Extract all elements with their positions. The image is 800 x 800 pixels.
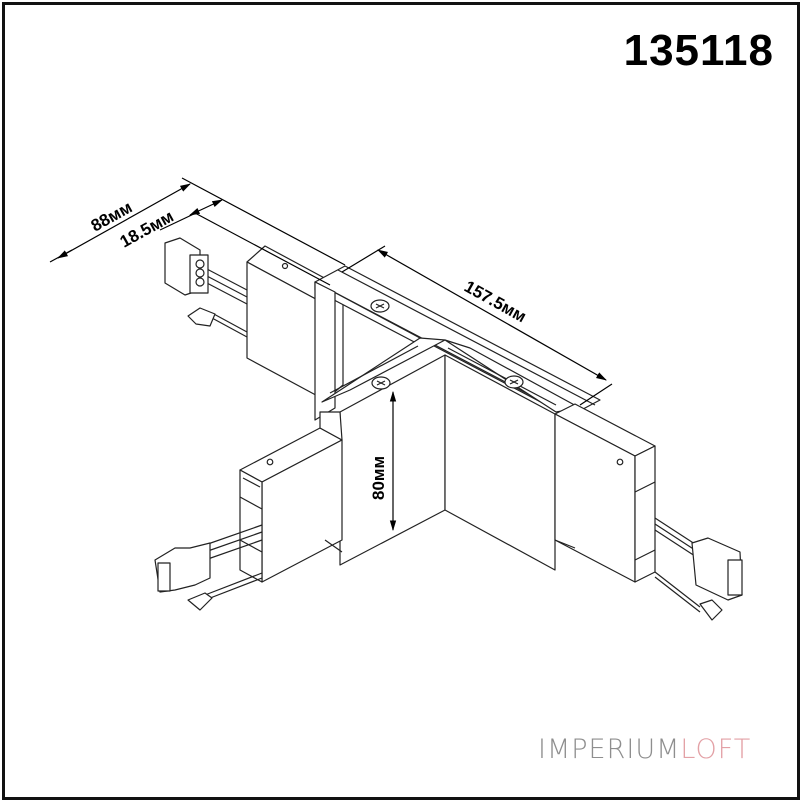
right-front-arm xyxy=(554,403,656,583)
left-rear-connector xyxy=(164,237,248,338)
brand-logo: IMPERIUMLOFT xyxy=(538,734,751,765)
right-front-connector xyxy=(654,517,743,621)
brand-part-loft: LOFT xyxy=(680,734,752,765)
article-number: 135118 xyxy=(623,26,774,75)
left-front-arm xyxy=(239,411,343,583)
central-right-face xyxy=(444,354,556,571)
dim-line-157-5 xyxy=(377,249,607,381)
dim-line-18-5 xyxy=(189,199,223,216)
dim-label-80: 80мм xyxy=(369,456,388,500)
brand-part-imperium: IMPERIUM xyxy=(538,734,681,765)
dim-label-157-5: 157.5мм xyxy=(461,277,529,326)
left-front-connector xyxy=(154,524,263,611)
dim-line-88 xyxy=(57,183,191,259)
